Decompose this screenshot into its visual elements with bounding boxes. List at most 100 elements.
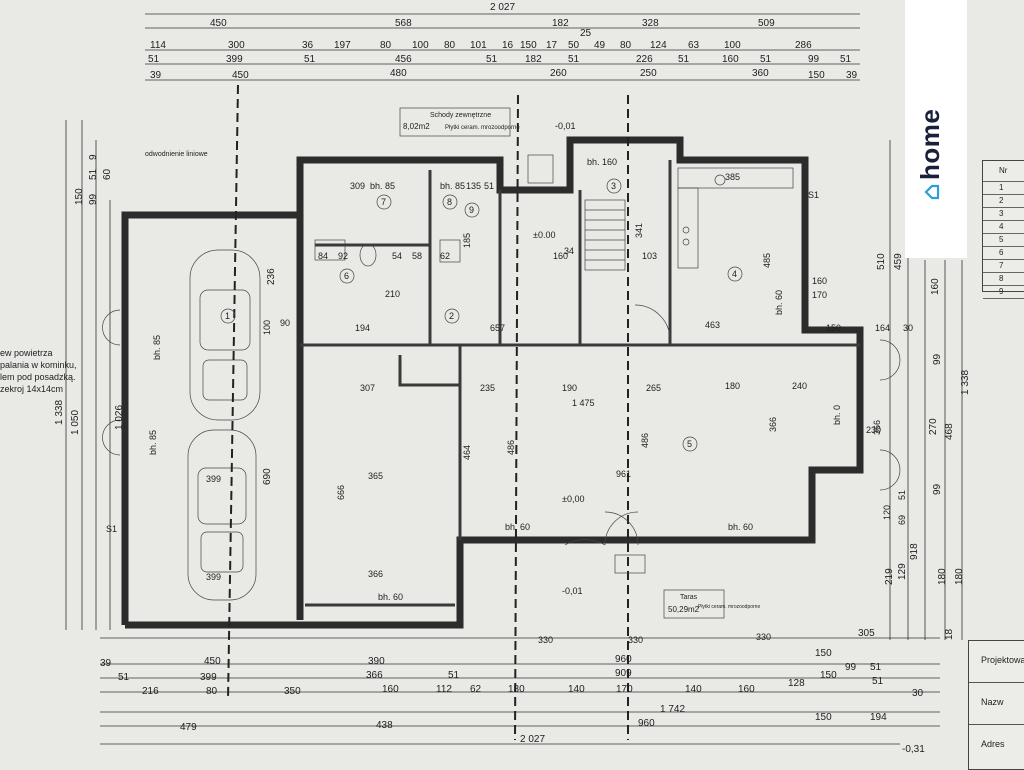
kitchen-fixtures	[677, 167, 794, 269]
dim-label: 330	[756, 632, 771, 642]
dim-label: 450	[232, 70, 249, 81]
dim-label: 365	[368, 471, 383, 481]
dim-label: bh. 60	[378, 592, 403, 602]
dim-label: 150	[815, 648, 832, 659]
note-air-2: palania w kominku,	[0, 360, 77, 370]
bathroom-fixtures	[314, 239, 461, 267]
dim-label: 309	[350, 181, 365, 191]
house-outline-icon	[924, 184, 940, 200]
dim-label: 34	[564, 246, 574, 256]
dim-label: 18	[944, 628, 955, 640]
dim-label: 36	[302, 40, 314, 51]
dim-label: 112	[436, 684, 452, 695]
table-row: 1	[983, 182, 1024, 195]
dim-label: 479	[180, 722, 197, 733]
dim-label: 99	[932, 353, 943, 365]
dim-label: 51	[118, 672, 130, 683]
car-upper	[189, 249, 261, 421]
dim-label: 2 027	[520, 734, 545, 745]
title-block-row: Adres	[981, 739, 1005, 749]
dim-label: 160	[553, 251, 568, 261]
car-lower	[187, 429, 257, 601]
dim-label: 39	[100, 658, 112, 669]
dim-label: 1 475	[572, 398, 595, 408]
note-air-4: zekroj 14x14cm	[0, 384, 63, 394]
dim-label: 140	[568, 684, 585, 695]
dim-label: 160	[812, 276, 827, 286]
table-row: 8	[983, 273, 1024, 286]
dim-label: 657	[490, 323, 505, 333]
dim-label: S1	[808, 190, 819, 200]
table-row: 9	[983, 286, 1024, 299]
dim-label: 160	[738, 684, 755, 695]
dim-label: 486	[506, 440, 516, 455]
dim-label: 399	[206, 572, 221, 582]
dim-label: bh. 85	[370, 181, 395, 191]
table-row: Nr	[983, 161, 1024, 182]
dim-label: 240	[792, 381, 807, 391]
dim-label: 51	[872, 676, 884, 687]
dim-label: 230	[866, 425, 881, 435]
dim-label: 80	[620, 40, 632, 51]
room-number: 9	[469, 205, 474, 215]
room-number: 7	[381, 197, 386, 207]
dim-label: 366	[872, 420, 882, 435]
dim-label: 49	[594, 40, 606, 51]
dim-label: 456	[395, 54, 412, 65]
annotation-notes: ew powietrza palania w kominku, lem pod …	[0, 107, 760, 619]
dim-label: 918	[909, 543, 920, 560]
dim-label: -0,31	[902, 744, 925, 755]
dim-label: 1 050	[70, 410, 81, 435]
note-air-1: ew powietrza	[0, 348, 53, 358]
dim-label: 150	[520, 40, 537, 51]
interior-walls	[300, 160, 860, 607]
dim-label: 305	[858, 628, 875, 639]
dim-label: 568	[395, 18, 412, 29]
dim-label: 92	[338, 251, 348, 261]
table-row: 5	[983, 234, 1024, 247]
top-dimension-lines	[145, 13, 860, 81]
dim-label: 286	[795, 40, 812, 51]
dim-label: 1 742	[660, 704, 685, 715]
dim-label: bh. 60	[774, 290, 784, 315]
room-number: 6	[344, 271, 349, 281]
dim-label: 330	[628, 635, 643, 645]
dim-label: 216	[142, 686, 159, 697]
dim-label: 99	[932, 483, 943, 495]
dim-label: 182	[525, 54, 542, 65]
dim-label: 54	[392, 251, 402, 261]
dim-label: 960	[615, 654, 632, 665]
door-swings	[102, 304, 901, 546]
dim-label: 350	[284, 686, 301, 697]
dim-label: 459	[893, 253, 904, 270]
dim-label: 170	[812, 290, 827, 300]
dim-label: 960	[638, 718, 655, 729]
dim-label: 330	[538, 635, 553, 645]
dim-label: 51	[568, 54, 580, 65]
dim-label: 360	[752, 68, 769, 79]
dim-label: 90	[280, 318, 290, 328]
dim-label: 100	[412, 40, 429, 51]
room-number: 4	[732, 269, 737, 279]
dim-label: 1 338	[54, 400, 65, 425]
dim-label: 51	[448, 670, 460, 681]
dim-label: bh. 0	[832, 405, 842, 425]
dim-label: 210	[385, 289, 400, 299]
dim-label: 226	[636, 54, 653, 65]
stairs	[527, 154, 646, 574]
dim-label: 150	[808, 70, 825, 81]
dim-label: 39	[846, 70, 858, 81]
left-dimension-labels: 1 338 1 050 1 026 690 236 150 99 51 60 9	[54, 154, 277, 485]
dim-label: 366	[768, 417, 778, 432]
dim-label: 103	[642, 251, 657, 261]
dim-label: bh. 60	[505, 522, 530, 532]
dim-label: 51	[678, 54, 690, 65]
dim-label: 180	[508, 684, 525, 695]
dim-label: 265	[646, 383, 661, 393]
dim-label: 80	[206, 686, 218, 697]
dim-label: 194	[870, 712, 887, 723]
top-dimension-labels: 2 027 450 568 182 328 509 114 300 36 197…	[148, 2, 858, 81]
dim-label: 99	[808, 54, 820, 65]
dim-label: 62	[470, 684, 482, 695]
dim-label: 160	[382, 684, 399, 695]
